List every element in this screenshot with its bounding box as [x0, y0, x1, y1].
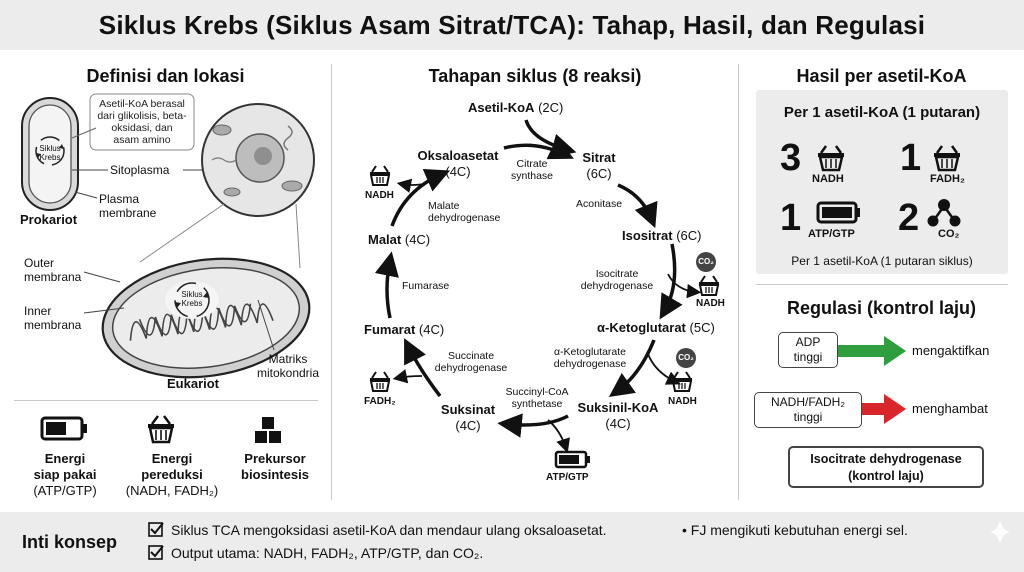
fumarat-label: Fumarat (4C) [364, 322, 445, 337]
battery-icon [40, 416, 87, 441]
ketoglutarat-label: α-Ketoglutarat (5C) [597, 320, 715, 335]
sitrat-label: Sitrat(6C) [582, 150, 616, 181]
fadh2-label: FADH₂ [364, 396, 396, 407]
atp-yield-battery-icon [816, 201, 860, 224]
mitochondrion [101, 257, 311, 379]
check-icon-2 [148, 545, 164, 560]
footer-point-1: Siklus TCA mengoksidasi asetil-KoA dan m… [171, 522, 607, 538]
co2-label-1: CO₂ [698, 257, 714, 266]
nadh-yield-count: 3 [780, 137, 802, 179]
title-bar: Siklus Krebs (Siklus Asam Sitrat/TCA): T… [0, 0, 1024, 50]
co2-icon-1 [696, 252, 716, 272]
yield-box-footer: Per 1 asetil-KoA (1 putaran siklus) [791, 254, 973, 268]
basket-icon [148, 415, 174, 444]
aconitase-label: Aconitase [576, 198, 623, 210]
middle-heading: Tahapan siklus (8 reaksi) [428, 66, 642, 86]
fumarase-label: Fumarase [402, 280, 450, 292]
prokaryote-label: Prokariot [20, 212, 78, 227]
divider-right-mid [756, 284, 1008, 285]
eukaryote-label: Eukariot [167, 376, 220, 391]
suksinil-koa-label: Suksinil-KoA(4C) [577, 400, 659, 431]
suksinat-label: Suksinat(4C) [440, 402, 496, 433]
atp-gtp-label: ATP/GTP [546, 472, 589, 483]
right-heading: Hasil per asetil-KoA [796, 66, 967, 86]
fadh2-basket-icon [369, 371, 391, 392]
page-title: Siklus Krebs (Siklus Asam Sitrat/TCA): T… [98, 9, 926, 40]
yield-box [756, 90, 1008, 274]
divider-left-bottom [14, 400, 318, 401]
co2-label-2: CO₂ [678, 353, 694, 362]
nadh-yield-label: NADH [812, 173, 844, 185]
fadh2-yield-label: FADH₂ [930, 173, 965, 185]
fadh2-yield-count: 1 [900, 137, 922, 179]
nadh-basket-icon-1 [369, 165, 391, 186]
asetil-koa-label: Asetil-KoA (2C) [468, 100, 564, 115]
activate-arrow [838, 336, 906, 366]
divider-right [738, 64, 739, 500]
oksaloasetat-label: Oksaloasetat(4C) [417, 148, 499, 179]
co2-icon-2 [676, 348, 696, 368]
eukaryote-cell [201, 103, 315, 217]
atp-yield-count: 1 [780, 197, 802, 239]
blocks-icon [255, 417, 281, 443]
yield-box-title: Per 1 asetil-KoA (1 putaran) [783, 104, 981, 121]
check-icon-1 [148, 522, 164, 537]
sparkle-icon [990, 520, 1010, 544]
activate-label: mengaktifkan [912, 343, 990, 358]
energy-icons [40, 415, 281, 444]
nadh-label-1: NADH [365, 190, 394, 201]
regulation-heading: Regulasi (kontrol laju) [786, 298, 977, 318]
footer-label: Inti konsep [22, 532, 118, 552]
nadh-label-3: NADH [668, 396, 697, 407]
divider-left [331, 64, 332, 500]
co2-yield-count: 2 [898, 197, 920, 239]
nadh-label-2: NADH [696, 298, 725, 309]
inhibit-arrow [862, 394, 906, 424]
nadh-basket-icon-2 [698, 275, 720, 296]
atp-yield-label: ATP/GTP [808, 228, 855, 240]
isositrat-label: Isositrat (6C) [622, 228, 702, 243]
fadh2-yield-basket-icon [934, 145, 960, 172]
prokaryote-cell [21, 97, 79, 211]
cell-diagrams [21, 93, 315, 379]
footer-point-2: Output utama: NADH, FADH₂, ATP/GTP, dan … [171, 545, 484, 561]
control-enzyme-box: Isocitrate dehydrogenase(kontrol laju) [788, 446, 984, 488]
sitoplasma-label: Sitoplasma [110, 163, 170, 177]
co2-molecule-icon [927, 199, 961, 227]
co2-yield-label: CO₂ [938, 228, 960, 240]
footer-point-1b: • FJ mengikuti kebutuhan energi sel. [682, 522, 908, 538]
nadh-basket-icon-3 [671, 371, 693, 392]
atp-battery-icon [554, 450, 590, 469]
footer-summary [0, 512, 1024, 572]
nadh-yield-basket-icon [818, 145, 844, 172]
left-heading: Definisi dan lokasi [86, 66, 245, 86]
inhibit-label: menghambat [912, 401, 988, 416]
malat-label: Malat (4C) [368, 232, 431, 247]
